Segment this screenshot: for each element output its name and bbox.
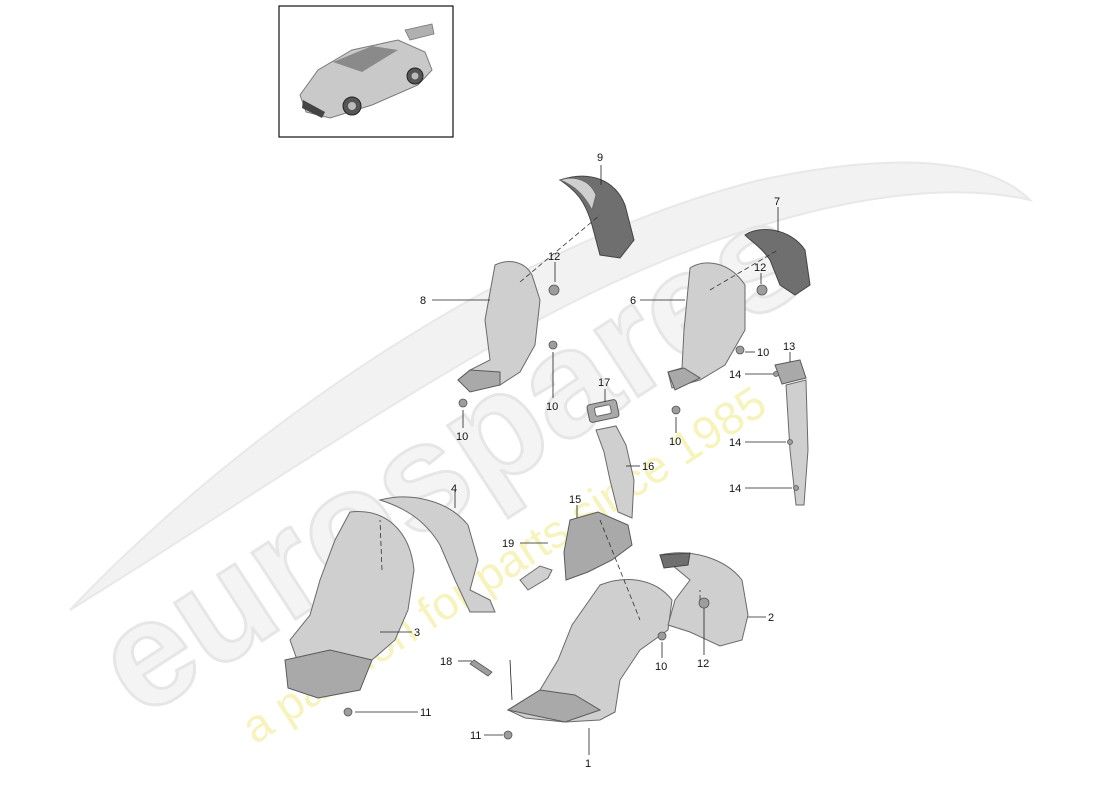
watermark-swoosh [69,161,1034,611]
callout-10: 10 [546,401,558,413]
part-10-clip [735,345,745,355]
callout-10: 10 [757,347,769,359]
part-4-wheel-arch-liner [378,496,496,613]
callout-15: 15 [569,494,581,506]
part-14-rivet [787,439,793,445]
part-13-trim-strip [774,359,807,385]
part-11-clip [343,707,353,717]
callout-1: 1 [585,758,591,770]
callout-16: 16 [642,461,654,473]
part-6-inner-liner-flange [667,367,702,391]
callout-11: 11 [470,730,481,742]
part-8-inner-liner-flange [457,369,501,393]
callout-14: 14 [729,483,741,495]
car-thumbnail [278,5,454,138]
part-2-wheel-arch-liner-edge [659,552,691,569]
part-12-nut [756,284,768,296]
callout-10: 10 [456,431,468,443]
callout-labels: 9 7 8 6 12 12 10 10 10 10 13 14 14 14 17… [414,152,795,770]
callout-19: 19 [502,538,514,550]
callout-18: 18 [440,656,452,668]
part-9-liner-cover-edge [558,177,597,212]
callout-13: 13 [783,341,795,353]
assembly-lines [379,214,779,621]
part-14-rivet [793,485,799,491]
callout-6: 6 [630,295,636,307]
part-14-rivet [773,371,779,377]
callout-12: 12 [548,251,560,263]
part-13-trim-panel [785,379,809,506]
part-12-nut [548,284,560,296]
part-17-seal-opening [594,404,612,417]
part-3-wheel-arch-liner-lower [284,649,373,699]
part-10-clip [458,398,468,408]
callout-10: 10 [655,661,667,673]
callout-12: 12 [697,658,709,670]
callout-17: 17 [598,377,610,389]
callout-2: 2 [768,612,774,624]
callout-14: 14 [729,369,741,381]
leader-lines [355,165,792,755]
callout-4: 4 [451,483,457,495]
callout-7: 7 [774,196,780,208]
callout-11: 11 [420,707,431,719]
part-19-clip [519,565,553,591]
callout-14: 14 [729,437,741,449]
part-18-screw [469,659,493,677]
callout-12: 12 [754,262,766,274]
part-10-clip [548,340,558,350]
part-10-clip [657,631,667,641]
callout-9: 9 [597,152,603,164]
callout-3: 3 [414,627,420,639]
part-12-nut [698,597,710,609]
part-10-clip [671,405,681,415]
part-16-air-duct [595,425,635,519]
callout-8: 8 [420,295,426,307]
part-15-bracket [563,511,633,581]
part-1-wheel-arch-liner-floor [506,689,602,723]
part-7-liner-cover [744,229,811,296]
fasteners [343,284,799,740]
part-11-clip [503,730,513,740]
callout-10: 10 [669,436,681,448]
car-thumbnail-icon [299,23,435,119]
